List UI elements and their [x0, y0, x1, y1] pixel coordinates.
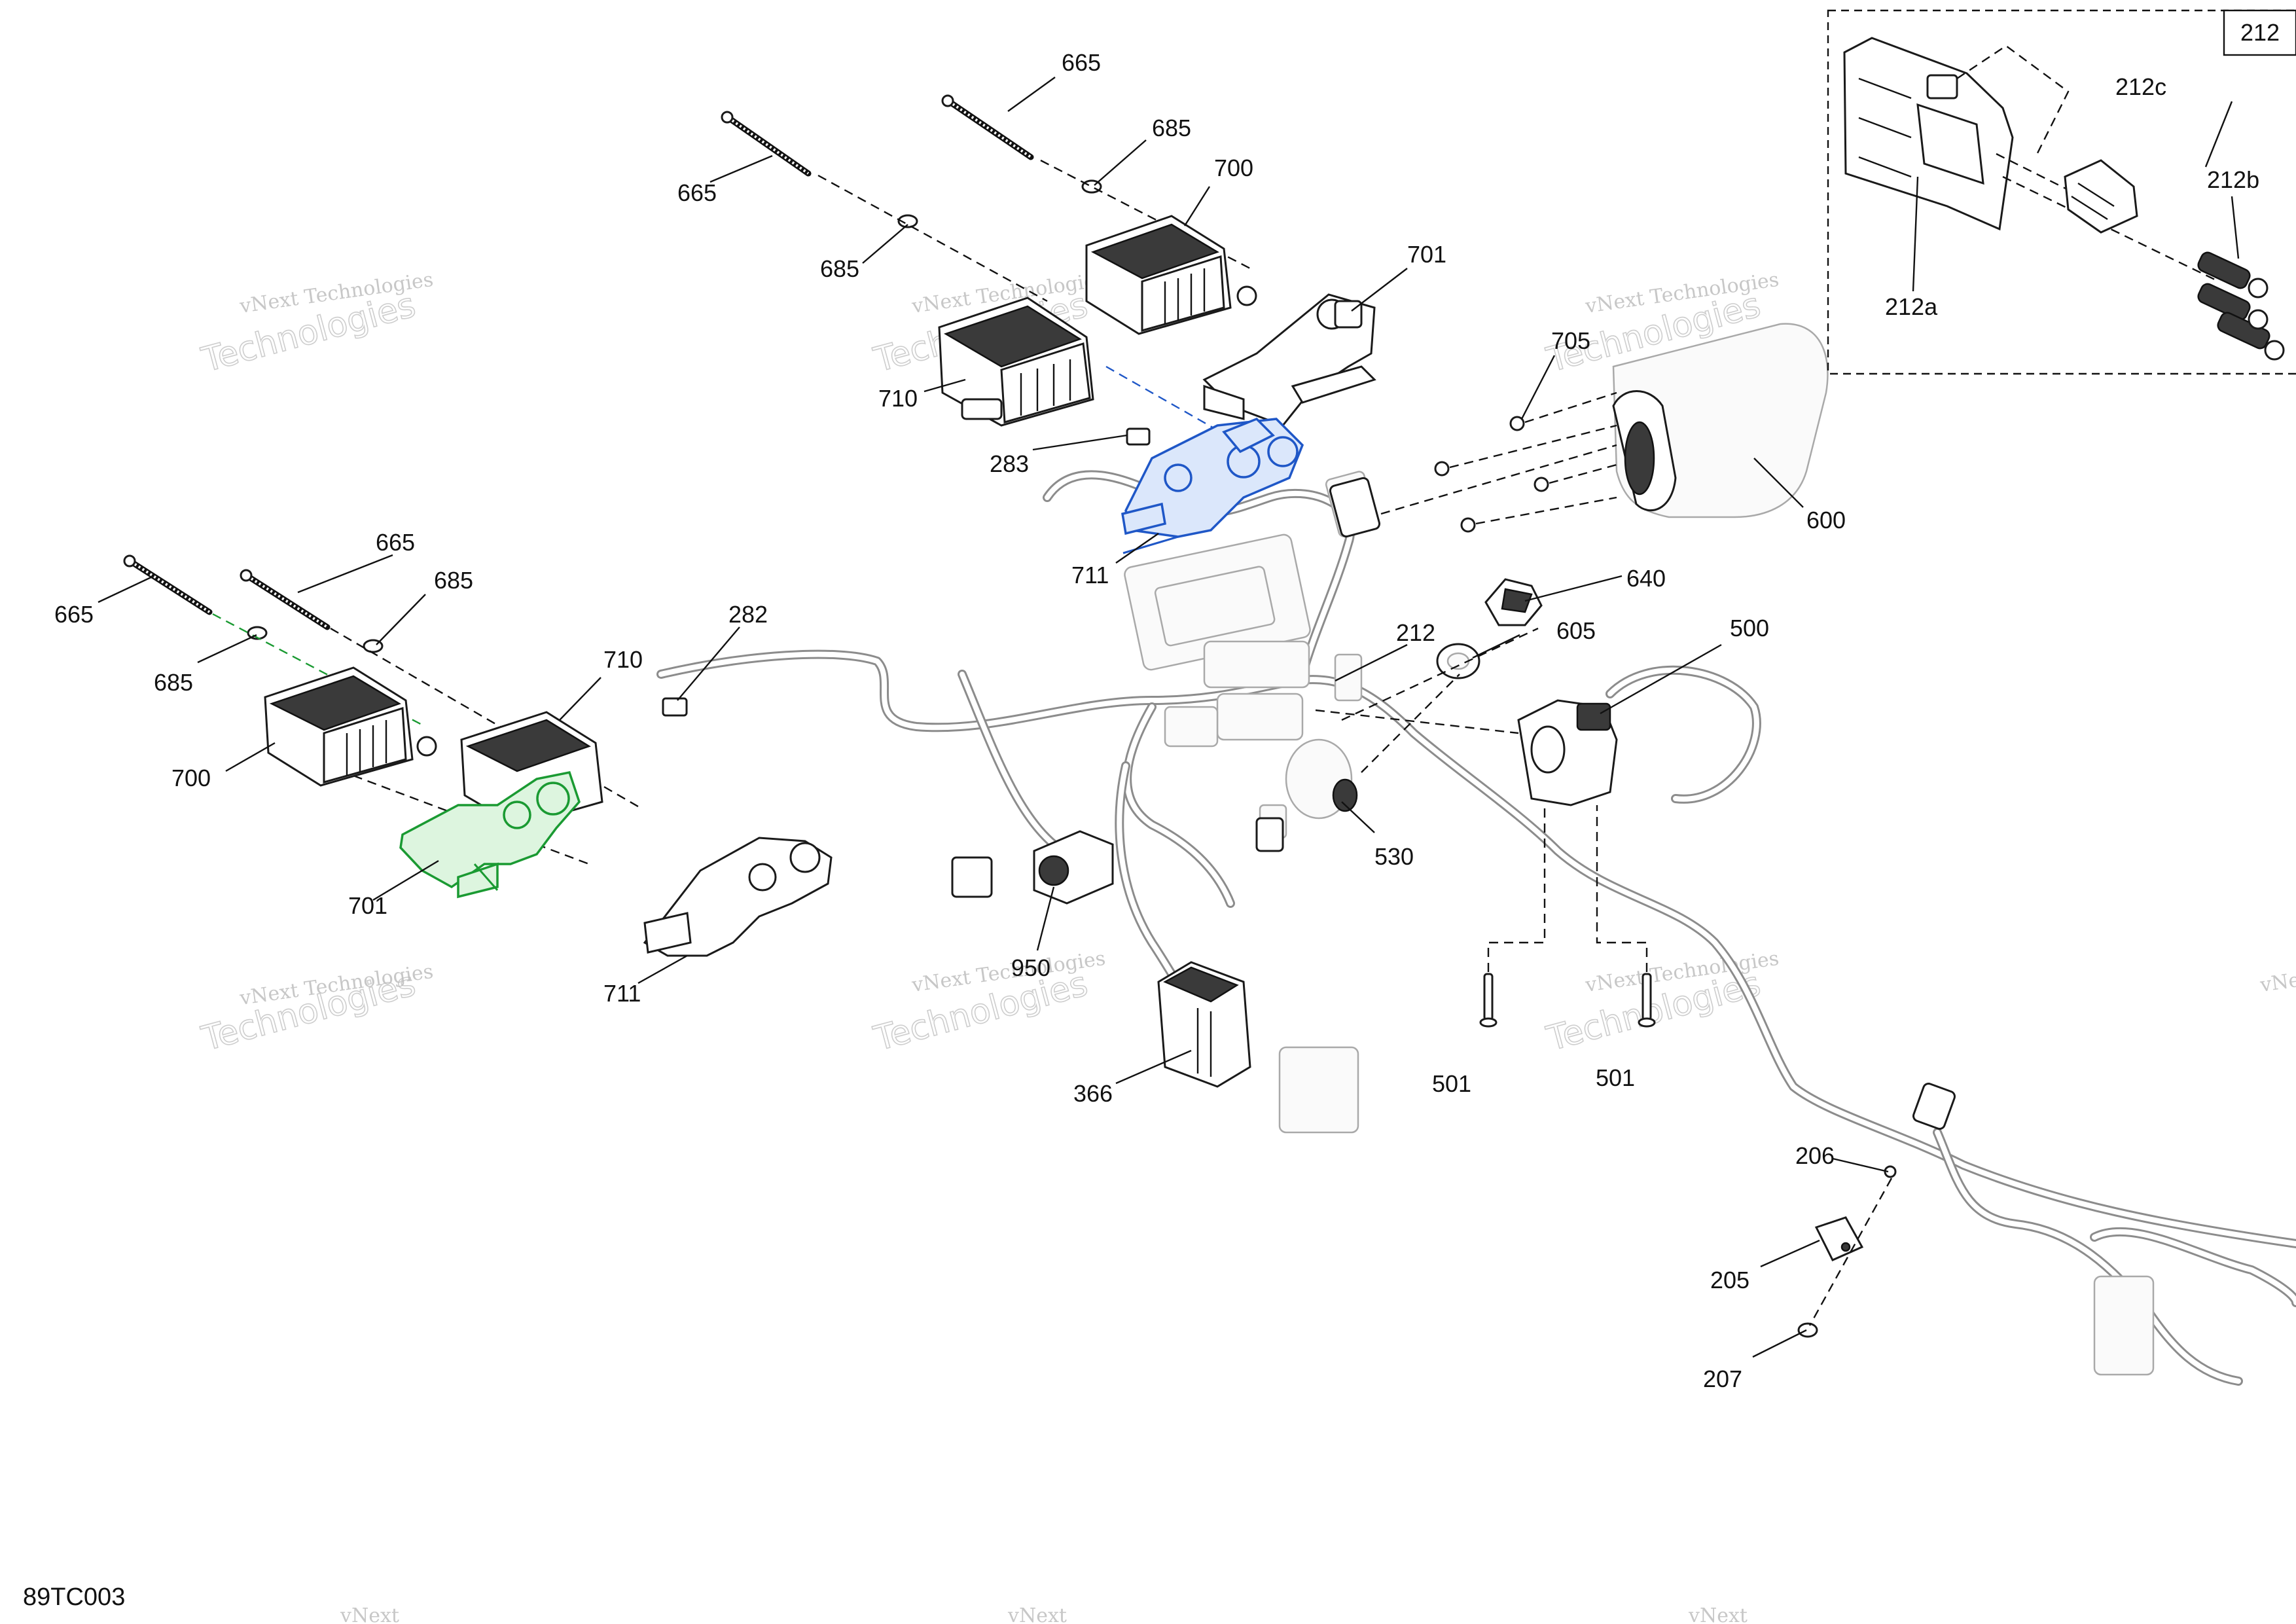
watermark-text: vNext — [1688, 1604, 1748, 1624]
washer-207 — [1797, 1322, 1818, 1338]
bolt-665 — [123, 554, 213, 615]
assembly-line — [2002, 175, 2219, 283]
assembly-line — [1105, 365, 1244, 446]
switch-640 — [1484, 578, 1543, 626]
washer-685 — [897, 214, 918, 228]
callout-366: 366 — [1073, 1080, 1113, 1107]
callout-685: 685 — [154, 669, 193, 696]
connector-harness-upper — [1329, 477, 1381, 538]
module-366 — [1157, 961, 1251, 1088]
clip-205 — [1814, 1216, 1864, 1261]
connector-282 — [662, 697, 688, 717]
inset-label: 212 — [2240, 19, 2280, 46]
callout-501: 501 — [1432, 1070, 1471, 1097]
assembly-line — [1487, 805, 1546, 972]
callout-710: 710 — [878, 385, 918, 412]
assembly-line — [1475, 496, 1617, 525]
callout-212c: 212c — [2115, 73, 2166, 100]
callout-685: 685 — [820, 255, 859, 282]
terminals-212b — [2197, 251, 2285, 361]
callout-205: 205 — [1710, 1267, 1749, 1293]
socket-950 — [951, 830, 1114, 905]
figure-id: 89TC003 — [23, 1583, 125, 1611]
callout-701: 701 — [348, 892, 387, 919]
watermark-text: vNext — [2258, 966, 2296, 997]
callout-665: 665 — [54, 601, 94, 628]
assembly-line — [1315, 709, 1519, 734]
assembly-line — [1380, 444, 1617, 515]
connector-283 — [1126, 427, 1151, 446]
module-710-upper — [938, 297, 1094, 427]
assembly-line — [1549, 463, 1617, 484]
callout-700: 700 — [171, 765, 211, 791]
callout-212: 212 — [1396, 619, 1435, 646]
callout-705: 705 — [1551, 327, 1590, 354]
bracket-711-upper-blue — [1121, 417, 1304, 554]
connector-harness-lower — [1912, 1083, 1956, 1130]
horn-530 — [1255, 738, 1358, 852]
callout-665: 665 — [677, 179, 717, 206]
callout-711: 711 — [603, 980, 641, 1007]
seal-212c — [2064, 159, 2138, 234]
bracket-701-upper — [1202, 293, 1376, 427]
callout-212a: 212a — [1885, 293, 1938, 320]
assembly-line — [1361, 674, 1460, 773]
inset-label-box — [2223, 9, 2296, 56]
bracket-711-lower — [643, 837, 833, 957]
assembly-line — [1956, 45, 2070, 158]
callout-501: 501 — [1596, 1064, 1635, 1091]
callout-labels: 665 665 685 685 700 701 710 283 711 665 … — [54, 49, 2259, 1392]
callout-711: 711 — [1071, 562, 1109, 588]
callout-710: 710 — [603, 646, 643, 673]
bezel-605 — [1436, 643, 1480, 679]
callout-282: 282 — [728, 601, 768, 628]
callout-600: 600 — [1806, 507, 1846, 533]
inset-frame — [1827, 9, 2296, 375]
callout-206: 206 — [1795, 1142, 1835, 1169]
screws-705 — [1434, 416, 1549, 533]
callout-685: 685 — [1152, 115, 1191, 141]
leader-lines — [98, 77, 1889, 1358]
bolt-665 — [721, 111, 812, 177]
callout-950: 950 — [1011, 954, 1050, 981]
connector-212a — [1843, 37, 2014, 231]
bolt-665 — [240, 569, 331, 630]
assembly-line — [1808, 1178, 1893, 1326]
ignition-500 — [1517, 699, 1618, 806]
wiring-harness — [656, 470, 2296, 1386]
assembly-line — [817, 174, 1048, 302]
callout-665: 665 — [376, 529, 415, 556]
assembly-line — [1524, 391, 1617, 424]
watermark-text: vNext — [1007, 1604, 1067, 1624]
bracket-701-lower-green — [399, 770, 581, 899]
assembly-line — [1996, 153, 2069, 191]
callout-700: 700 — [1214, 154, 1253, 181]
detail-inset-212: 212 — [1827, 9, 2296, 375]
callout-605: 605 — [1556, 617, 1596, 644]
module-700-upper — [1085, 215, 1257, 335]
fuse-box-600 — [1612, 323, 1829, 518]
callout-640: 640 — [1626, 565, 1666, 592]
screws-501 — [1479, 973, 1656, 1028]
assembly-line — [1341, 627, 1539, 721]
callout-665: 665 — [1062, 49, 1101, 76]
assembly-line — [1596, 805, 1648, 972]
callout-685: 685 — [434, 567, 473, 594]
module-700-lower — [264, 666, 437, 787]
callout-207: 207 — [1703, 1365, 1742, 1392]
callout-212b: 212b — [2207, 166, 2259, 193]
callout-500: 500 — [1730, 615, 1769, 641]
bolt-665 — [941, 94, 1034, 160]
callout-530: 530 — [1374, 843, 1414, 870]
central-connector-cluster — [1124, 471, 2155, 1376]
callout-701: 701 — [1407, 241, 1446, 268]
callout-283: 283 — [990, 450, 1029, 477]
watermark-text: vNext — [340, 1604, 399, 1624]
assembly-line — [1449, 424, 1617, 469]
